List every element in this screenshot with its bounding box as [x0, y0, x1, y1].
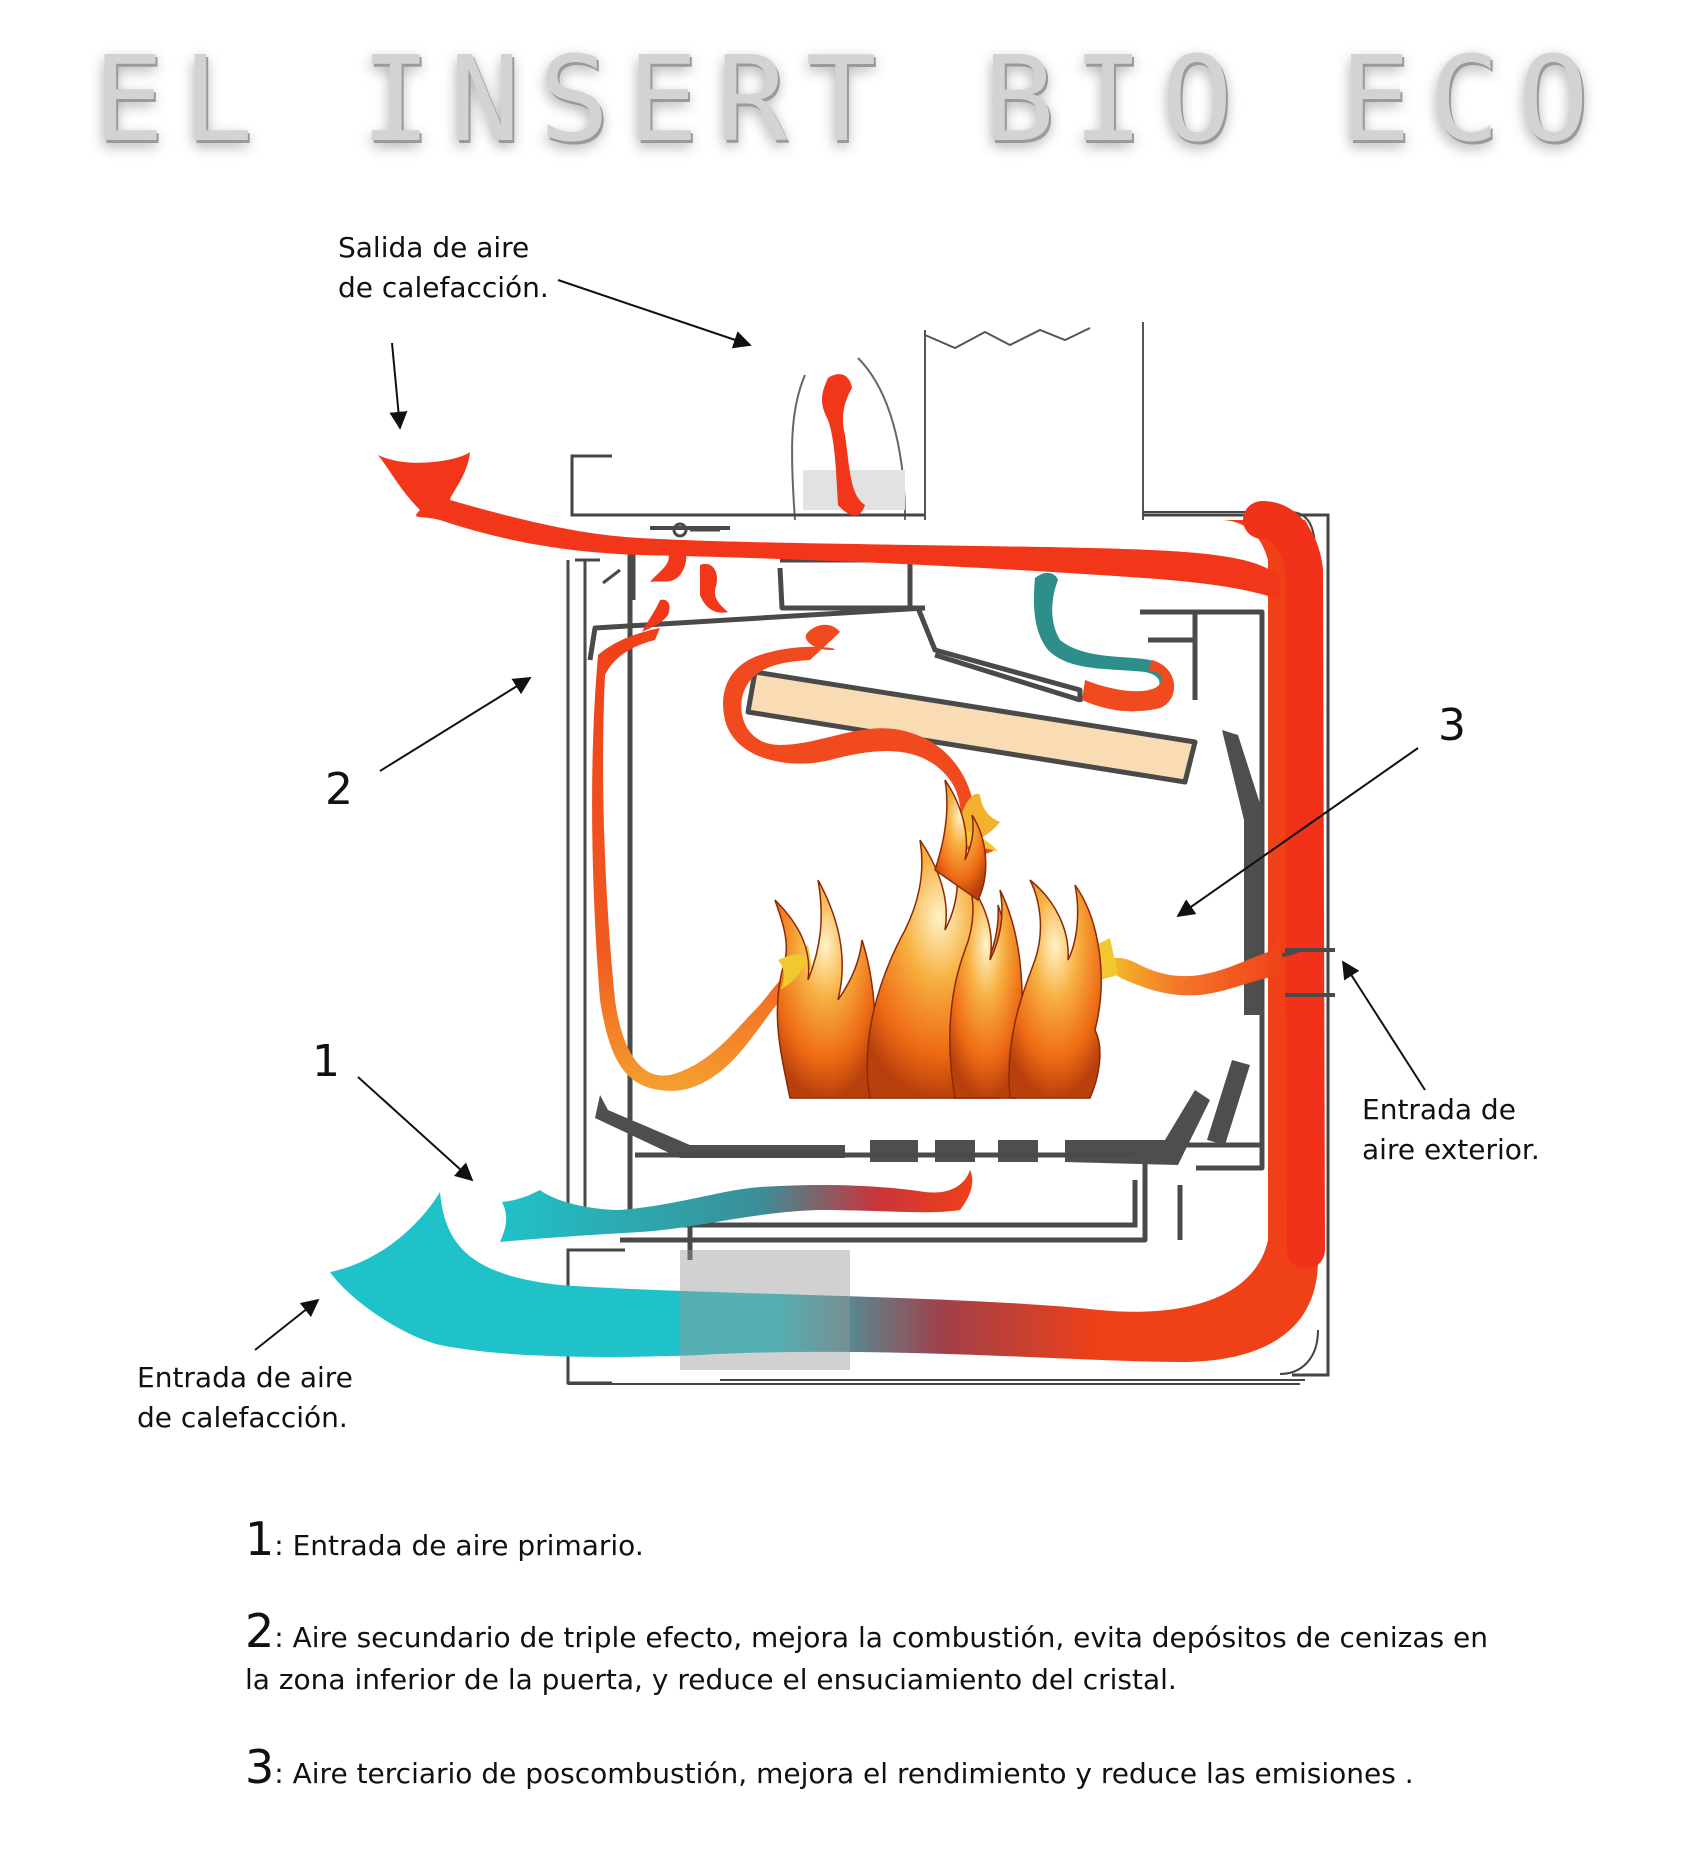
label-heating-outlet: Salida de aire de calefacción.	[338, 228, 549, 308]
arrow-outside-inlet	[1342, 960, 1426, 1091]
primary-air-flow	[500, 1170, 973, 1242]
arrow-marker-2	[379, 677, 532, 772]
arrow-heating-inlet	[254, 1298, 320, 1351]
label-outside-inlet: Entrada de aire exterior.	[1362, 1090, 1540, 1170]
legend-text-2: : Aire secundario de triple efecto, mejo…	[245, 1621, 1489, 1696]
label-heating-outlet-line1: Salida de aire	[338, 231, 530, 264]
door-frame	[566, 522, 730, 1215]
baffle-plate	[745, 669, 1198, 785]
arrow-heating-outlet-left	[389, 342, 408, 430]
annotation-arrows	[254, 279, 1426, 1351]
label-outside-inlet-line1: Entrada de	[1362, 1093, 1516, 1126]
legend-text-3: : Aire terciario de poscombustión, mejor…	[274, 1757, 1414, 1790]
hot-outlet-flow	[378, 374, 1280, 600]
page-title: EL INSERT BIO ECO	[93, 30, 1607, 168]
marker-2: 2	[325, 764, 353, 815]
legend-item-2: 2: Aire secundario de triple efecto, mej…	[245, 1608, 1505, 1701]
flame-jets	[778, 954, 808, 990]
legend-number-2: 2	[245, 1604, 275, 1658]
label-heating-inlet: Entrada de aire de calefacción.	[137, 1358, 353, 1438]
arrow-heating-outlet-right	[557, 279, 752, 349]
outer-casing	[566, 454, 1330, 1385]
arrow-marker-3	[1176, 747, 1419, 918]
flames	[774, 779, 1102, 1099]
side-brick	[1207, 730, 1262, 1145]
legend-number-3: 3	[245, 1740, 275, 1794]
arrow-marker-1	[357, 1076, 474, 1182]
legend-number-1: 1	[245, 1512, 275, 1566]
label-outside-inlet-line2: aire exterior.	[1362, 1133, 1540, 1166]
flue-loop-flow	[1033, 572, 1175, 712]
legend-item-1: 1: Entrada de aire primario.	[245, 1516, 1505, 1567]
label-heating-inlet-line2: de calefacción.	[137, 1401, 348, 1434]
heating-air-flow	[330, 501, 1335, 1370]
label-heating-outlet-line2: de calefacción.	[338, 271, 549, 304]
ash-pan	[620, 1152, 1138, 1260]
marker-1: 1	[312, 1036, 340, 1087]
label-heating-inlet-line1: Entrada de aire	[137, 1361, 353, 1394]
legend-item-3: 3: Aire terciario de poscombustión, mejo…	[245, 1744, 1505, 1795]
legend-text-1: : Entrada de aire primario.	[274, 1529, 644, 1562]
marker-3: 3	[1438, 700, 1466, 751]
small-hot-jets	[642, 540, 728, 632]
